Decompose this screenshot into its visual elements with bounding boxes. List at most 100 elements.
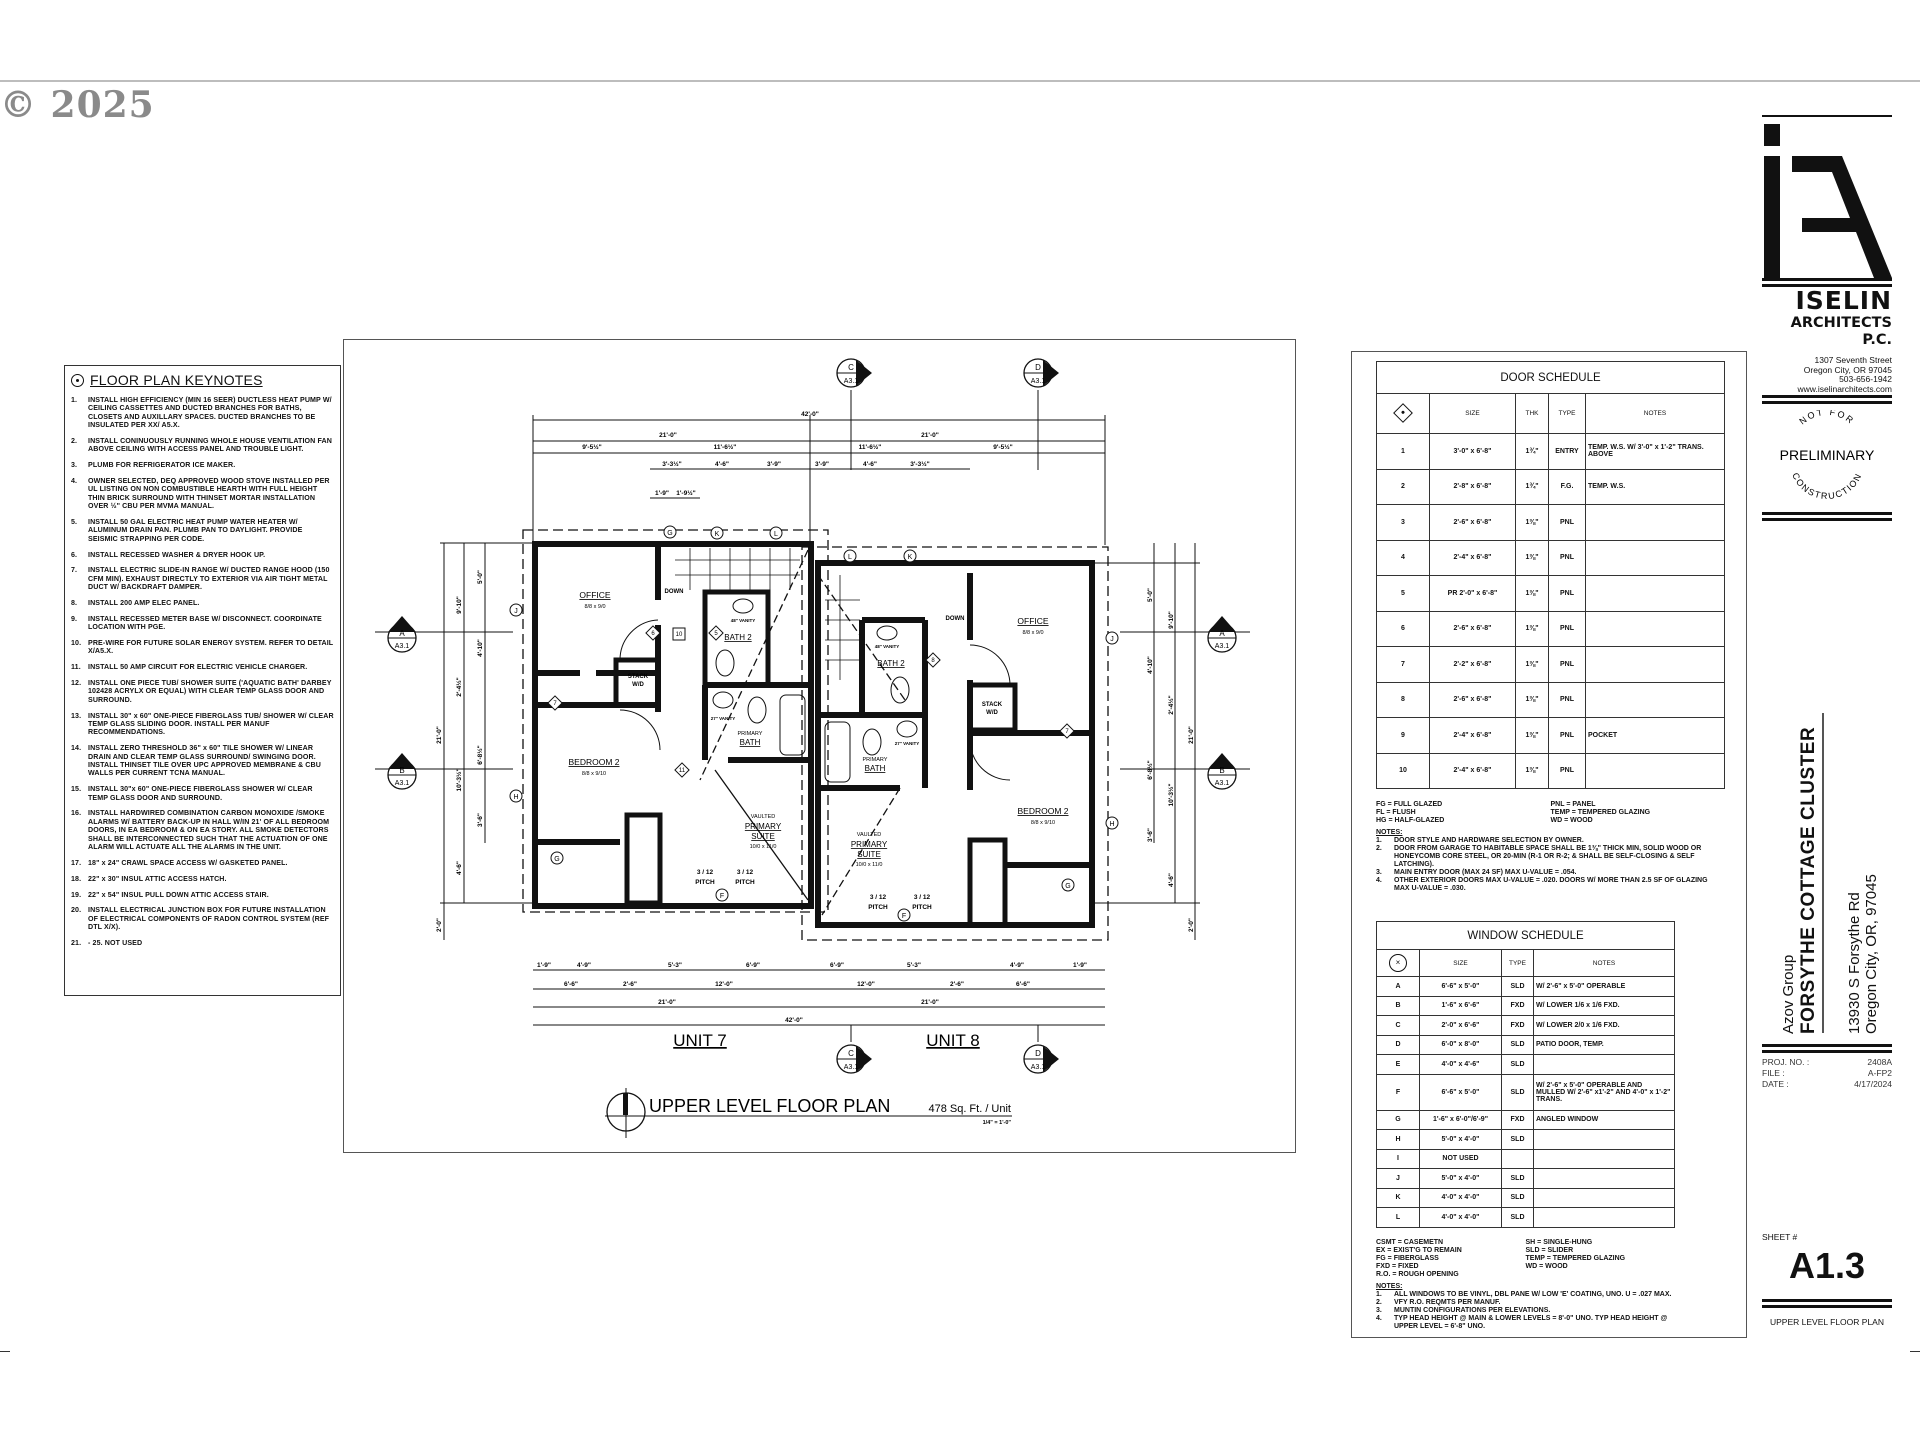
walls-unit-7 [532,541,814,909]
crop-mark [0,1351,10,1352]
door-schedule-row: 3 2'-6" x 6'-8" 1⅜" PNL [1376,504,1725,541]
svg-text:B: B [399,766,404,775]
svg-text:6'-9": 6'-9" [830,962,844,969]
legend-entry: CSMT = CASEMETN [1376,1238,1444,1246]
keynote-item: 13.INSTALL 30" x 60" ONE-PIECE FIBERGLAS… [71,711,334,737]
svg-text:G: G [667,530,672,537]
door-tags: 6 10 5 11 7 7 8 [547,625,1075,778]
window-schedule: WINDOW SCHEDULE × SIZE TYPE NOTES A 6'-6… [1376,921,1675,1331]
window-schedule-row: B 1'-6" x 6'-6" FXD W/ LOWER 1/6 x 1/6 F… [1376,995,1675,1016]
keynote-item: 12.INSTALL ONE PIECE TUB/ SHOWER SUITE (… [71,679,332,704]
window-schedule-title: WINDOW SCHEDULE [1376,921,1675,950]
window-schedule-row: A 6'-6" x 5'-0" SLD W/ 2'-6" x 5'-0" OPE… [1376,976,1675,997]
svg-text:3'-3½": 3'-3½" [662,460,681,468]
keynote-item: 19.22" x 54" INSUL PULL DOWN ATTIC ACCES… [71,890,269,899]
svg-text:PITCH: PITCH [695,879,715,886]
firm-name: ISELIN ARCHITECTS P.C. [1790,286,1892,348]
window-tag-l: L [843,549,857,563]
section-marker-c-top[interactable]: C A3.1 [836,358,872,388]
window-tag-h: H [509,789,523,803]
svg-text:1'-9": 1'-9" [655,490,669,497]
section-marker-c-bottom[interactable]: C A3.1 [836,1044,872,1074]
legend-entry: TEMP = TEMPERED GLAZING [1525,1254,1626,1262]
keynotes-list: 1.INSTALL HIGH EFFICIENCY (MIN 16 SEER) … [71,396,334,947]
svg-text:8/8 x 9/0: 8/8 x 9/0 [584,604,605,610]
section-marker-a-right[interactable]: A A3.1 [1207,616,1237,653]
note-item: 2.VFY R.O. REQMTS PER MANUF. [1376,1298,1501,1306]
svg-text:2'-4½": 2'-4½" [1167,695,1175,714]
svg-text:8/8 x 9/10: 8/8 x 9/10 [1031,820,1055,826]
note-item: 4.TYP HEAD HEIGHT @ MAIN & LOWER LEVELS … [1376,1314,1668,1330]
keynote-item: 11.INSTALL 50 AMP CIRCUIT FOR ELECTRIC V… [71,663,308,672]
window-schedule-row: G 1'-6" x 6'-0"/6'-9" FXD ANGLED WINDOW [1376,1109,1675,1130]
keynote-item: 8.INSTALL 200 AMP ELEC PANEL. [71,599,200,608]
section-marker-b-left[interactable]: B A3.1 [387,753,417,790]
keynotes-title: FLOOR PLAN KEYNOTES [90,372,263,388]
door-tag: 11 [674,762,690,778]
plan-scale: 1/4" = 1'-0" [983,1120,1012,1126]
window-schedule-row: D 6'-0" x 8'-0" SLD PATIO DOOR, TEMP. [1376,1034,1675,1055]
keynote-symbol-icon [71,373,84,387]
svg-text:4'-9": 4'-9" [577,962,591,969]
svg-text:PITCH: PITCH [735,879,755,886]
note-item: 4.OTHER EXTERIOR DOORS MAX U-VALUE = .02… [1376,877,1708,892]
svg-text:21'-0": 21'-0" [658,999,676,1006]
door-schedule-row: 7 2'-2" x 6'-8" 1⅜" PNL [1376,646,1725,683]
svg-text:8: 8 [931,658,935,664]
floor-plan-keynotes: FLOOR PLAN KEYNOTES 1.INSTALL HIGH EFFIC… [64,365,341,996]
svg-text:A3.1: A3.1 [1031,378,1046,385]
svg-text:DOWN: DOWN [665,589,684,595]
svg-text:C: C [848,1049,854,1058]
window-tag-f: F [897,908,911,922]
copyright-watermark: © 2025 [0,84,155,126]
keynote-item: 17.18" x 24" CRAWL SPACE ACCESS W/ GASKE… [71,858,288,867]
window-schedule-row: E 4'-0" x 4'-6" SLD [1376,1054,1675,1075]
svg-text:DOWN: DOWN [946,616,965,622]
svg-text:4'-10": 4'-10" [1147,656,1154,674]
svg-text:48" VANITY: 48" VANITY [731,618,756,623]
section-marker-d-top[interactable]: D A3.1 [1023,358,1059,388]
room-bedroom-2: BEDROOM 2 [1017,806,1068,816]
svg-text:4'-6": 4'-6" [1168,873,1175,887]
client-name: Azov Group [1780,954,1797,1034]
svg-text:PRELIMINARY: PRELIMINARY [1780,447,1875,463]
door-tag: 5 [708,625,724,641]
svg-text:6'-6": 6'-6" [564,981,578,988]
title-block-double-rule [1762,1299,1892,1308]
svg-text:2'-4½": 2'-4½" [455,677,463,696]
door-schedule-row: 2 2'-8" x 6'-8" 1¾" F.G. TEMP. W.S. [1376,468,1725,505]
title-block-double-rule [1762,1044,1892,1053]
legend-entry [1526,1271,1676,1279]
svg-text:A3.1: A3.1 [1215,780,1230,787]
svg-text:10/0 x 11/0: 10/0 x 11/0 [856,862,883,868]
svg-text:VAULTED: VAULTED [751,814,776,820]
section-marker-d-bottom[interactable]: D A3.1 [1023,1044,1059,1074]
site-address-1: 13930 S Forsythe Rd [1846,892,1863,1034]
svg-text:J: J [514,608,518,615]
svg-text:3 / 12: 3 / 12 [870,894,887,901]
keynote-item: 21.- 25. NOT USED [71,938,143,947]
svg-text:A3.1: A3.1 [1215,643,1230,650]
svg-text:F: F [720,893,724,900]
note-item: 3.MAIN ENTRY DOOR (MAX 24 SF) MAX U-VALU… [1376,869,1577,876]
svg-text:6: 6 [651,631,655,637]
svg-text:2'-0": 2'-0" [436,918,443,932]
svg-text:2'-6": 2'-6" [623,981,637,988]
svg-text:5: 5 [714,631,718,637]
legend-entry: SLD = SLIDER [1525,1246,1574,1254]
door-schedule-row: 9 2'-4" x 6'-8" 1⅜" PNL POCKET [1376,717,1725,754]
keynote-item: 6.INSTALL RECESSED WASHER & DRYER HOOK U… [71,550,266,559]
svg-text:11: 11 [679,768,686,774]
window-tag-icon: × [1389,954,1407,972]
room-primary-bath: BATH [740,738,761,747]
svg-text:A: A [1219,629,1225,638]
svg-text:9'-10": 9'-10" [456,596,463,614]
floor-plan-drawing: C A3.1 D A3.1 C A3.1 D A3.1 A A3.1 B A3.… [375,358,1250,1138]
legend-entry: FG = FULL GLAZED [1376,801,1443,808]
section-marker-b-right[interactable]: B A3.1 [1207,753,1237,790]
svg-text:STACK: STACK [628,674,649,680]
sheet-number: A1.3 [1788,1245,1866,1286]
section-marker-a-left[interactable]: A A3.1 [387,616,417,653]
room-primary-bath: BATH [865,764,886,773]
